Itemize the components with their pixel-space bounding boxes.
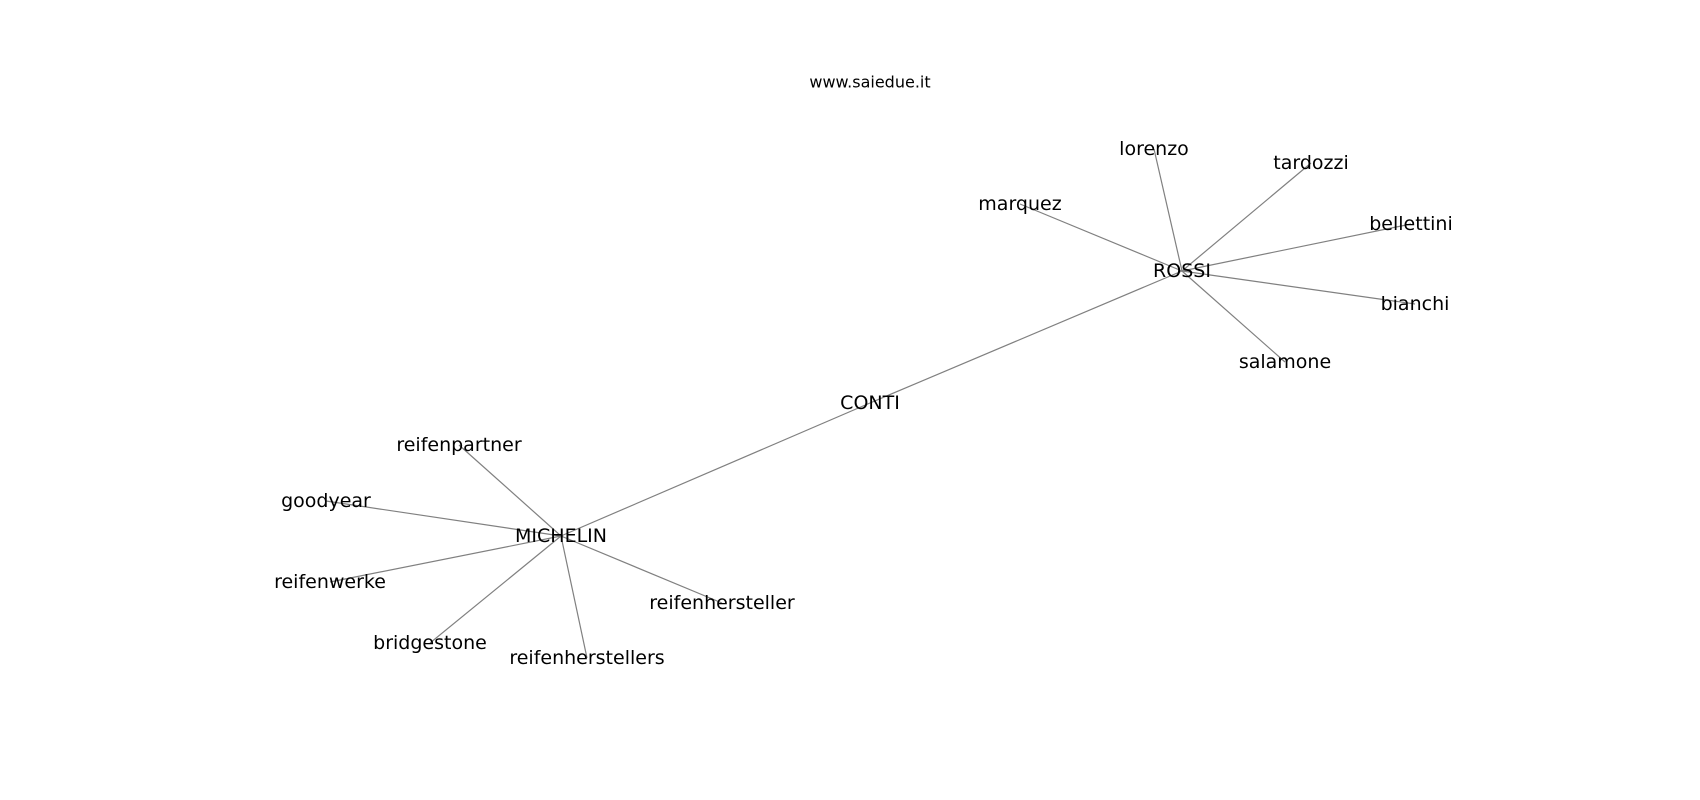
node-bellettini: bellettini xyxy=(1369,213,1453,235)
edge-michelin-reifenherstellers xyxy=(560,535,588,659)
edge-rossi-tardozzi xyxy=(1181,162,1312,272)
edge-michelin-bridgestone xyxy=(429,535,562,644)
node-bridgestone: bridgestone xyxy=(373,632,487,654)
edge-rossi-bianchi xyxy=(1181,270,1416,305)
watermark-label: www.saiedue.it xyxy=(809,73,930,92)
node-reifenwerke: reifenwerke xyxy=(274,571,386,593)
edge-conti-michelin xyxy=(560,402,871,537)
node-marquez: marquez xyxy=(978,193,1061,215)
node-bianchi: bianchi xyxy=(1381,293,1450,315)
edge-rossi-marquez xyxy=(1019,203,1183,272)
node-reifenpartner: reifenpartner xyxy=(396,434,521,456)
edge-michelin-goodyear xyxy=(325,500,562,537)
edge-michelin-reifenpartner xyxy=(458,444,562,537)
edge-michelin-reifenhersteller xyxy=(560,535,723,604)
node-salamone: salamone xyxy=(1239,351,1331,373)
node-rossi: ROSSI xyxy=(1153,260,1211,282)
node-reifenherstellers: reifenherstellers xyxy=(509,647,664,669)
node-goodyear: goodyear xyxy=(281,490,371,512)
edge-layer xyxy=(325,148,1416,659)
node-conti: CONTI xyxy=(840,392,900,414)
node-reifenhersteller: reifenhersteller xyxy=(649,592,795,614)
edge-rossi-salamone xyxy=(1181,270,1286,363)
edge-conti-rossi xyxy=(869,270,1183,404)
edge-rossi-bellettini xyxy=(1181,223,1412,272)
node-lorenzo: lorenzo xyxy=(1119,138,1189,160)
edge-michelin-reifenwerke xyxy=(329,535,562,583)
edge-rossi-lorenzo xyxy=(1153,148,1183,272)
node-michelin: MICHELIN xyxy=(515,525,607,547)
node-tardozzi: tardozzi xyxy=(1273,152,1348,174)
node-layer: CONTI ROSSI MICHELIN lorenzo tardozzi marquez… xyxy=(274,138,1453,669)
